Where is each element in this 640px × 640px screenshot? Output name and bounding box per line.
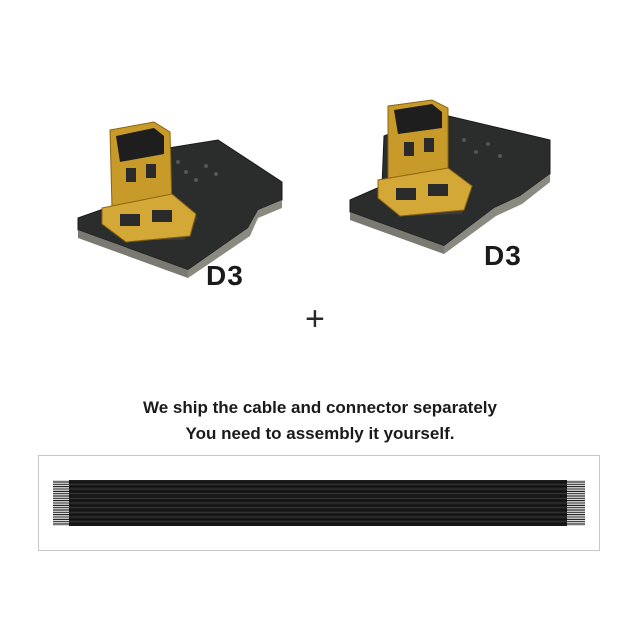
ffc-cable-icon bbox=[53, 480, 585, 526]
micro-hdmi-connector-icon bbox=[349, 99, 551, 254]
caption-line-1: We ship the cable and connector separate… bbox=[143, 398, 497, 417]
micro-hdmi-connector-icon bbox=[77, 121, 283, 278]
cable-frame bbox=[38, 455, 600, 551]
micro-hdmi-connector-right bbox=[344, 96, 562, 256]
micro-hdmi-connector-left bbox=[68, 110, 298, 280]
connector-label-left: D3 bbox=[206, 260, 244, 291]
caption-line-2: You need to assembly it yourself. bbox=[185, 424, 455, 443]
connector-label-right: D3 bbox=[484, 240, 522, 271]
plus-sign: + bbox=[305, 300, 325, 338]
